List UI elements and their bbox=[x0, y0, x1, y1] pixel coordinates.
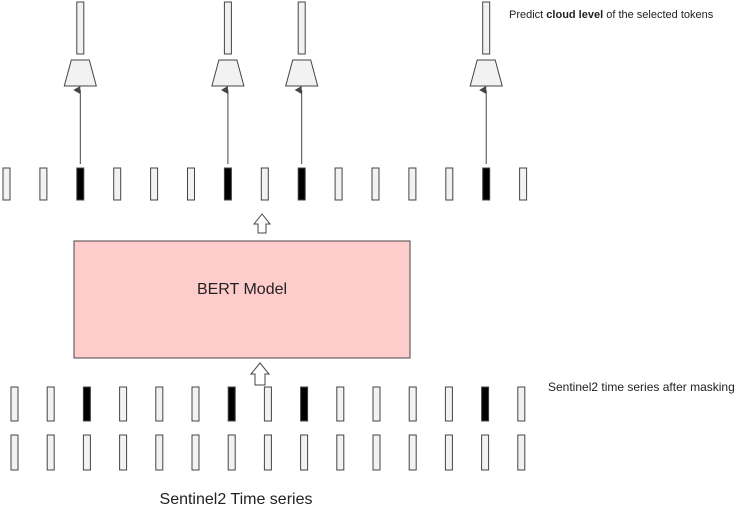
output-token bbox=[408, 167, 417, 201]
predicted-output-vector bbox=[76, 1, 85, 55]
decoder-head bbox=[211, 59, 245, 87]
output-token bbox=[113, 167, 122, 201]
masked-token bbox=[444, 386, 453, 422]
masked-token-selected bbox=[82, 386, 91, 422]
masked-token-row bbox=[10, 386, 526, 422]
output-token-selected bbox=[223, 167, 232, 201]
input-token bbox=[408, 434, 417, 471]
masked-token bbox=[155, 386, 164, 422]
predicted-output-vector bbox=[482, 1, 491, 55]
prediction-heads bbox=[63, 1, 503, 164]
output-token bbox=[260, 167, 269, 201]
output-token bbox=[2, 167, 11, 201]
masked-token bbox=[46, 386, 55, 422]
masked-token-selected bbox=[300, 386, 309, 422]
input-token bbox=[155, 434, 164, 471]
predict-caption-bold: cloud level bbox=[546, 9, 603, 21]
bert-model-box bbox=[73, 240, 411, 359]
input-token bbox=[10, 434, 19, 471]
predict-caption-before: Predict bbox=[509, 9, 546, 21]
masked-token bbox=[10, 386, 19, 422]
input-token bbox=[191, 434, 200, 471]
decoder-head bbox=[285, 59, 319, 87]
predicted-output-vector bbox=[223, 1, 232, 55]
masked-token-selected bbox=[227, 386, 236, 422]
output-token-selected bbox=[76, 167, 85, 201]
output-token bbox=[371, 167, 380, 201]
output-token bbox=[334, 167, 343, 201]
masked-token bbox=[408, 386, 417, 422]
input-token bbox=[372, 434, 381, 471]
predicted-output-vector bbox=[297, 1, 306, 55]
decoder-head bbox=[469, 59, 503, 87]
input-series-label: Sentinel2 Time series bbox=[160, 491, 313, 508]
masked-token bbox=[336, 386, 345, 422]
model-output-arrow bbox=[252, 213, 272, 234]
decoder-head bbox=[63, 59, 97, 87]
masked-token bbox=[517, 386, 526, 422]
output-token bbox=[150, 167, 159, 201]
output-token-selected bbox=[482, 167, 491, 201]
output-token bbox=[39, 167, 48, 201]
masked-input-arrow bbox=[249, 362, 271, 386]
masked-token bbox=[119, 386, 128, 422]
input-token-row bbox=[10, 434, 526, 471]
input-token bbox=[82, 434, 91, 471]
input-token bbox=[227, 434, 236, 471]
output-token bbox=[445, 167, 454, 201]
masked-token bbox=[263, 386, 272, 422]
input-token bbox=[336, 434, 345, 471]
bert-model-label: BERT Model bbox=[197, 281, 287, 298]
masked-token bbox=[372, 386, 381, 422]
input-token bbox=[263, 434, 272, 471]
input-token bbox=[481, 434, 490, 471]
predict-caption: Predict cloud level of the selected toke… bbox=[509, 9, 714, 21]
output-token-selected bbox=[297, 167, 306, 201]
input-token bbox=[300, 434, 309, 471]
input-token bbox=[444, 434, 453, 471]
masked-series-label: Sentinel2 time series after masking bbox=[548, 380, 735, 394]
input-token bbox=[46, 434, 55, 471]
output-token bbox=[519, 167, 528, 201]
input-token bbox=[517, 434, 526, 471]
masked-token-selected bbox=[481, 386, 490, 422]
input-token bbox=[119, 434, 128, 471]
output-token bbox=[187, 167, 195, 201]
masked-token bbox=[191, 386, 200, 422]
predict-caption-after: of the selected tokens bbox=[603, 9, 714, 21]
output-token-row bbox=[2, 167, 528, 201]
